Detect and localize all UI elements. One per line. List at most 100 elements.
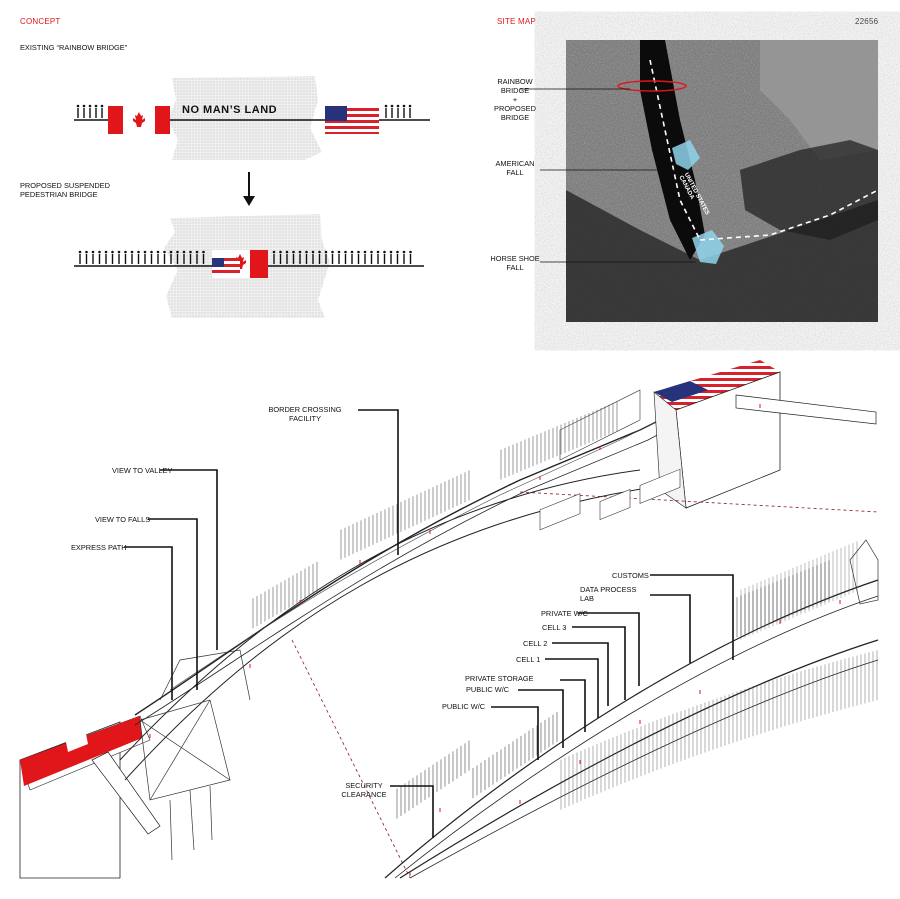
person-icon	[383, 250, 386, 254]
person-body	[409, 254, 412, 264]
person-body	[273, 254, 275, 264]
person-body	[331, 254, 334, 264]
cell-1-label: CELL 1	[516, 655, 541, 664]
person-body	[170, 254, 172, 264]
person-icon	[402, 250, 406, 254]
canada-flag-icon	[108, 106, 170, 134]
person-icon	[409, 250, 412, 254]
support-truss	[139, 649, 251, 861]
person-icon	[143, 250, 147, 254]
lower-river	[566, 190, 878, 322]
person-icon	[156, 250, 160, 254]
canada-roof-flag-icon	[20, 716, 142, 786]
person-body	[92, 254, 94, 264]
person-icon	[104, 250, 108, 254]
person-icon	[324, 250, 328, 254]
american-fall-water	[672, 140, 700, 170]
person-icon	[85, 250, 88, 254]
person-body	[183, 254, 185, 264]
person-body	[189, 254, 192, 264]
person-icon	[124, 250, 127, 254]
person-body	[383, 254, 386, 264]
person-icon	[292, 250, 295, 254]
person-body	[150, 254, 153, 264]
person-body	[390, 254, 392, 264]
person-body	[85, 254, 88, 264]
person-icon	[150, 250, 153, 254]
person-body	[196, 254, 198, 264]
proposed-bridge-label: PROPOSED SUSPENDED PEDESTRIAN BRIDGE	[20, 181, 110, 199]
aerial-site-map	[520, 40, 879, 322]
view-to-falls-label: VIEW TO FALLS	[95, 515, 151, 524]
person-icon	[202, 250, 205, 254]
concept-heading: CONCEPT	[20, 17, 61, 26]
person-body	[98, 254, 101, 264]
horse-shoe-fall-label: HORSE SHOE FALL	[490, 254, 540, 272]
person-icon	[176, 250, 179, 254]
people-group-left-icon	[76, 104, 104, 118]
person-icon	[279, 250, 282, 254]
person-body	[370, 254, 373, 264]
person-body	[157, 254, 159, 264]
person-body	[118, 254, 120, 264]
site-map-heading: SITE MAP	[497, 17, 536, 26]
existing-bridge-label: EXISTING “RAINBOW BRIDGE”	[20, 43, 128, 52]
person-body	[403, 254, 405, 264]
public-wc-label-1: PUBLIC W/C	[466, 685, 510, 694]
border-crossing-label: BORDER CROSSING FACILITY	[268, 405, 342, 423]
person-body	[396, 254, 399, 264]
person-body	[318, 254, 321, 264]
person-body	[286, 254, 288, 264]
person-icon	[169, 250, 173, 254]
person-icon	[272, 250, 276, 254]
no-mans-land-zone	[168, 76, 322, 160]
person-body	[105, 254, 107, 264]
person-body	[124, 254, 127, 264]
person-body	[351, 254, 353, 264]
person-icon	[389, 250, 393, 254]
person-body	[163, 254, 166, 264]
person-icon	[396, 250, 399, 254]
person-body	[144, 254, 146, 264]
proposed-bridge-diagram	[74, 214, 424, 318]
customs-label: CUSTOMS	[612, 571, 649, 580]
person-icon	[163, 250, 166, 254]
person-icon	[370, 250, 373, 254]
data-process-lab-label: DATA PROCESS LAB	[580, 585, 637, 603]
person-body	[79, 254, 81, 264]
person-icon	[298, 250, 302, 254]
person-icon	[111, 250, 114, 254]
person-icon	[350, 250, 354, 254]
person-body	[292, 254, 295, 264]
people-crowd-icon	[78, 250, 412, 264]
combined-flag-icon	[212, 250, 268, 278]
person-body	[338, 254, 340, 264]
private-storage-label: PRIVATE STORAGE	[465, 674, 534, 683]
person-icon	[285, 250, 289, 254]
person-icon	[318, 250, 321, 254]
person-body	[202, 254, 205, 264]
person-icon	[376, 250, 380, 254]
people-group-right-icon	[384, 104, 412, 118]
person-icon	[305, 250, 308, 254]
person-icon	[98, 250, 101, 254]
person-body	[137, 254, 140, 264]
person-icon	[78, 250, 82, 254]
cell-2-label: CELL 2	[523, 639, 548, 648]
person-icon	[91, 250, 95, 254]
person-icon	[363, 250, 367, 254]
person-icon	[311, 250, 315, 254]
person-body	[279, 254, 282, 264]
person-icon	[189, 250, 192, 254]
person-icon	[357, 250, 360, 254]
person-body	[344, 254, 347, 264]
person-body	[131, 254, 133, 264]
border-line	[649, 59, 879, 241]
horseshoe-fall-water	[692, 230, 724, 264]
rainbow-bridge-marker	[617, 80, 687, 92]
public-wc-label-2: PUBLIC W/C	[442, 702, 486, 711]
person-body	[176, 254, 179, 264]
leader-lines	[124, 409, 734, 838]
person-icon	[337, 250, 341, 254]
